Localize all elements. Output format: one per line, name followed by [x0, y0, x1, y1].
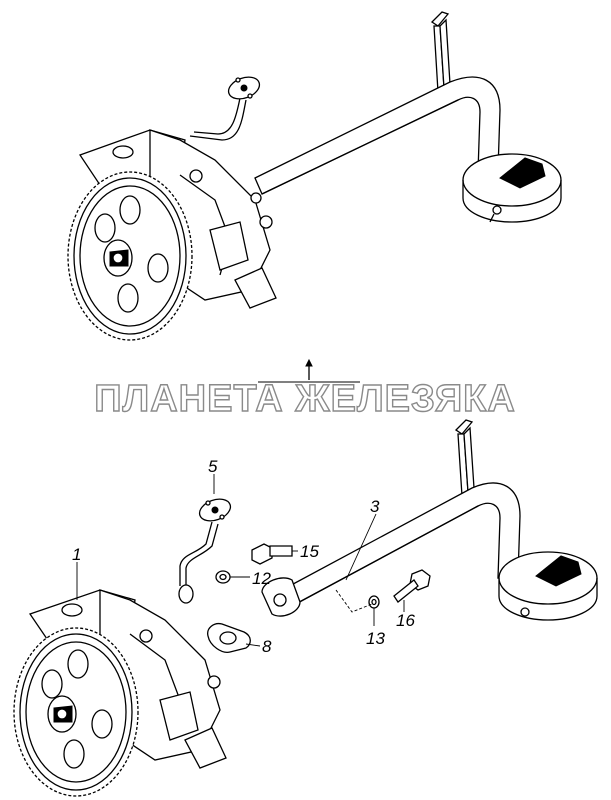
bolt-15 — [251, 543, 293, 565]
assembled-view — [67, 11, 562, 341]
exploded-bracket — [454, 419, 475, 498]
bolt-16 — [393, 569, 431, 603]
callout-5: 5 — [208, 457, 218, 476]
assembled-strainer — [462, 153, 562, 223]
gasket-8 — [207, 622, 251, 653]
callout-13: 13 — [366, 629, 385, 648]
callout-leaders — [76, 474, 405, 647]
callout-3: 3 — [370, 497, 380, 516]
callout-16: 16 — [396, 611, 415, 630]
callout-1: 1 — [72, 545, 81, 564]
washer-13 — [368, 595, 380, 609]
exploded-strainer — [498, 551, 598, 621]
tube-5 — [178, 498, 232, 604]
assembly-arrow — [258, 358, 360, 383]
callout-15: 15 — [300, 542, 319, 561]
exploded-view: 1 5 3 15 12 8 13 16 — [13, 419, 598, 797]
washer-12 — [215, 570, 231, 584]
assembled-bracket — [430, 11, 451, 94]
assembled-tube — [189, 76, 261, 141]
exploded-gear — [13, 627, 139, 797]
callout-8: 8 — [262, 637, 272, 656]
assembled-gear — [67, 171, 193, 341]
callout-12: 12 — [252, 569, 271, 588]
watermark-text: ПЛАНЕТА ЖЕЛЕЗЯКА — [94, 378, 516, 420]
